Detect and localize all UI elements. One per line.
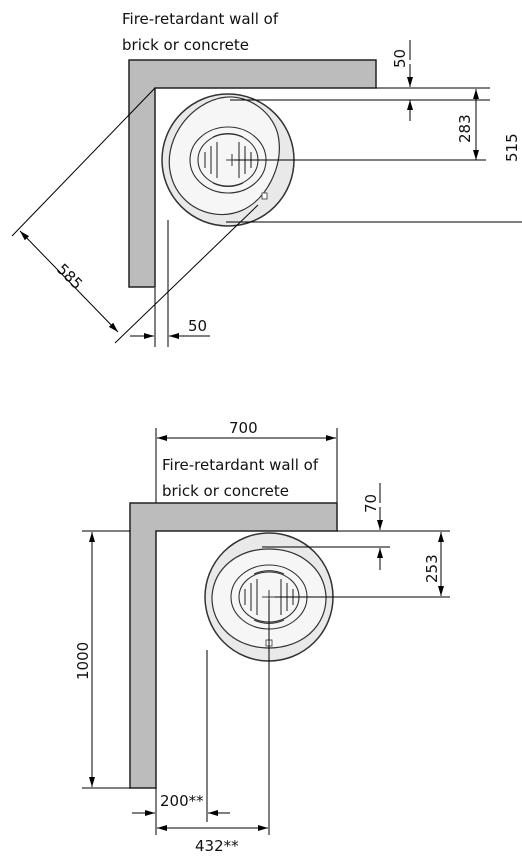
top-dim-wall-gap: 50 — [391, 49, 409, 68]
bottom-wall-caption-line2: brick or concrete — [162, 482, 289, 500]
bottom-wall-caption-line1: Fire-retardant wall of — [162, 456, 319, 474]
top-corner-diagram: Fire-retardant wall of brick or concrete… — [11, 10, 522, 347]
top-stove-grate — [189, 126, 267, 194]
top-wall-caption-line1: Fire-retardant wall of — [122, 10, 279, 28]
top-dim-to-center: 283 — [456, 114, 474, 143]
bottom-dim-side-gap: 200** — [160, 792, 204, 810]
top-dim-side-gap: 50 — [188, 317, 207, 335]
bottom-dim-wall-gap: 70 — [362, 494, 380, 513]
top-dim-diagonal: 585 — [53, 260, 86, 293]
top-dim-depth: 515 — [503, 133, 521, 162]
bottom-corner-diagram: 700 Fire-retardant wall of brick or conc… — [74, 419, 450, 855]
top-wall-caption-line2: brick or concrete — [122, 36, 249, 54]
bottom-dim-to-center: 253 — [423, 554, 441, 583]
bottom-dim-width: 700 — [229, 419, 258, 437]
bottom-dim-height: 1000 — [74, 642, 92, 680]
top-stove — [161, 93, 295, 227]
bottom-dim-side-center: 432** — [195, 837, 239, 855]
